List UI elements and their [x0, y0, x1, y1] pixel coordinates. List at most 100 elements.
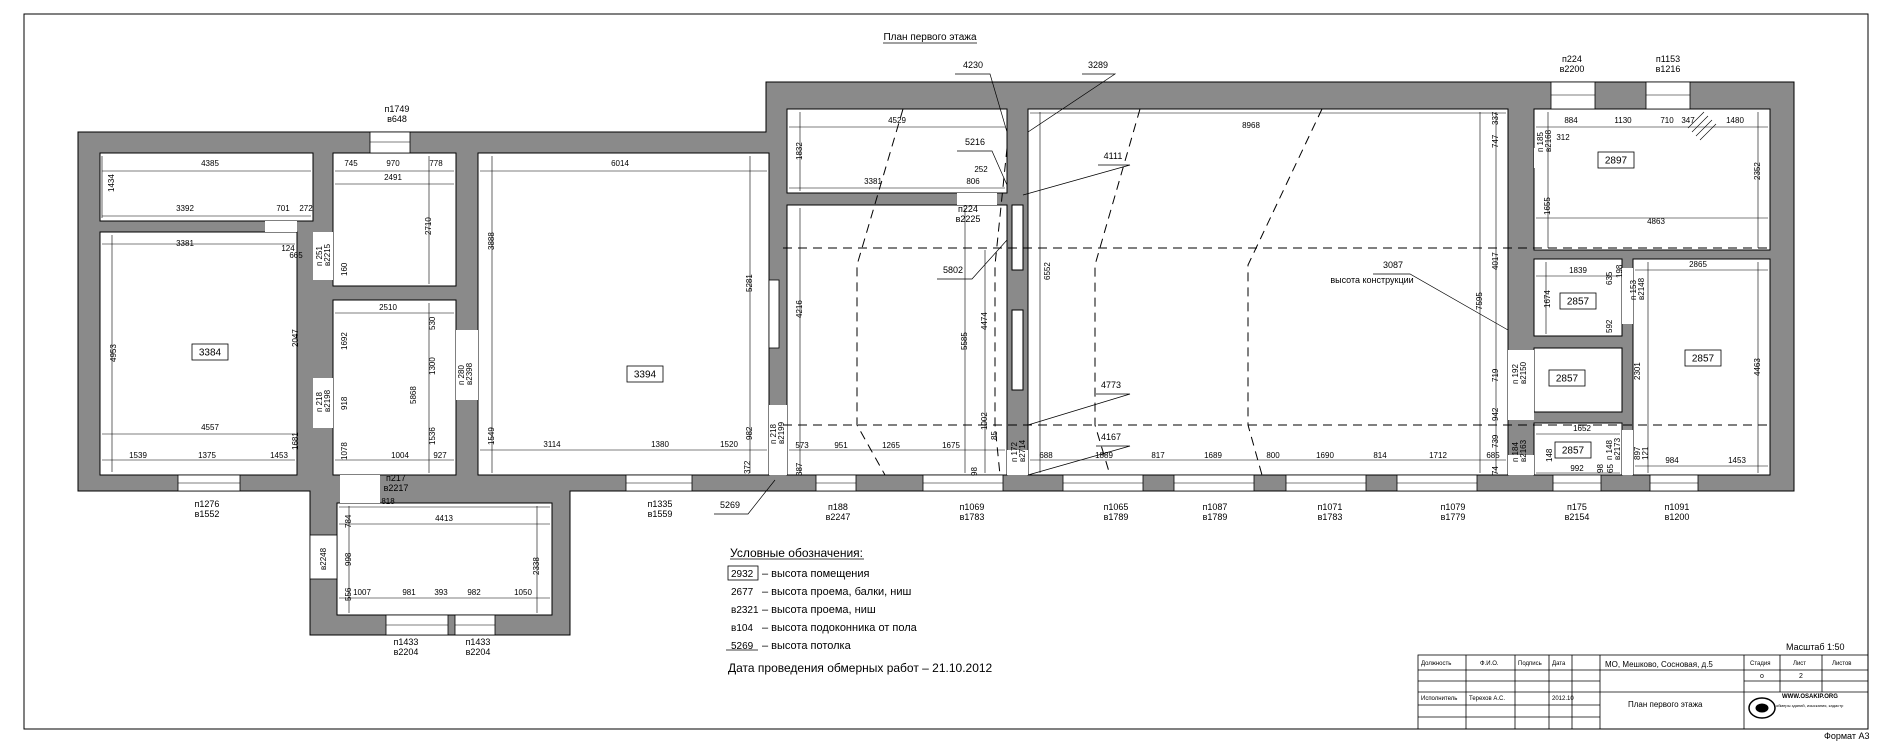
room-height-label: 3394 [634, 370, 657, 381]
dim-v-2352: 2352 [1753, 162, 1762, 180]
dimension-label: 665 [289, 251, 303, 260]
legend-text: – высота помещения [762, 568, 870, 580]
dim-v-74: 74 [1491, 466, 1500, 475]
dim-v-198: 198 [1615, 264, 1624, 278]
callout-label: 5269 [720, 500, 740, 510]
window-openings [177, 81, 1699, 636]
dim-v-1655: 1655 [1543, 197, 1552, 215]
dimension-label: 124 [281, 244, 295, 253]
dimension-label: 1453 [1728, 456, 1746, 465]
dimension-label: 1839 [1569, 266, 1587, 275]
dimension-label: 1690 [1316, 451, 1334, 460]
dimension-label: 1007 [353, 588, 371, 597]
opening-height-label: в1789 [1203, 512, 1228, 522]
room-height-label: 2857 [1556, 374, 1579, 385]
dimension-label: 8968 [1242, 121, 1260, 130]
dim-v-1002: 1002 [980, 412, 989, 430]
dim-v-556: 556 [344, 587, 353, 601]
opening-height-label: в2204 [466, 647, 491, 657]
dimension-lines [101, 112, 1768, 613]
dimension-label: 393 [434, 588, 448, 597]
tb-col-4: Дата [1552, 661, 1566, 667]
tb-executor-date: 2012.10 [1552, 696, 1574, 702]
dimension-label: 745 [344, 159, 358, 168]
dimension-label: 6014 [611, 159, 629, 168]
dim-v-982: 982 [745, 426, 754, 440]
legend-code: 2932 [731, 569, 754, 580]
dim-v-2338: 2338 [532, 557, 541, 575]
opening-width-label: п175 [1567, 502, 1587, 512]
room-box [1548, 369, 1586, 387]
opening-width-label: п1071 [1318, 502, 1343, 512]
dim-v-65: 65 [1606, 464, 1615, 473]
dim-v-v2163: в2163 [1519, 439, 1528, 462]
dim-v-897: 897 [1633, 446, 1642, 460]
legend-room-box [727, 565, 759, 581]
dimension-label: 1520 [720, 440, 738, 449]
dim-v-3888: 3888 [487, 232, 496, 250]
legend-code: в2321 [731, 605, 759, 616]
room-height-label: 3384 [199, 348, 222, 359]
dim-v-530: 530 [428, 316, 437, 330]
room-box [1597, 151, 1635, 169]
tb-stage-h: Стадия [1750, 661, 1770, 667]
legend-text: – высота проема, ниш [762, 604, 876, 616]
opening-width-label: п224 [958, 204, 978, 214]
dimension-label: 1265 [882, 441, 900, 450]
company-logo-icon [1748, 697, 1776, 719]
dim-v-372: 372 [743, 460, 752, 474]
dim-v-918: 918 [340, 396, 349, 410]
dimension-label: 927 [433, 451, 447, 460]
dimension-label: 1712 [1429, 451, 1447, 460]
dimension-label: 4529 [888, 116, 906, 125]
dim-v-2301: 2301 [1633, 362, 1642, 380]
door-openings [265, 148, 1633, 503]
dim-v-4463: 4463 [1753, 358, 1762, 376]
dimension-label: 312 [1556, 133, 1570, 142]
dimension-label: 2491 [384, 173, 402, 182]
dim-v-n153: п 153 [1629, 280, 1638, 300]
dim-v-337: 337 [1491, 111, 1500, 125]
opening-height-label: в1559 [648, 509, 673, 519]
tb-col-2: Ф.И.О. [1480, 661, 1499, 667]
dimension-label: 1375 [198, 451, 216, 460]
dim-v-635: 635 [1605, 271, 1614, 285]
dimension-label: 884 [1564, 116, 1578, 125]
opening-width-label: п1335 [648, 499, 673, 509]
legend-code: 5269 [731, 641, 754, 652]
callout-label: 5216 [965, 137, 985, 147]
dim-v-4017: 4017 [1491, 252, 1500, 270]
dim-v-n218: п 218 [315, 392, 324, 412]
dim-v-1674: 1674 [1543, 290, 1552, 308]
dimension-label: 3381 [176, 239, 194, 248]
opening-height-label: в1789 [1104, 512, 1129, 522]
tb-col-1: Должность [1421, 661, 1451, 667]
dim-v-1300: 1300 [428, 357, 437, 375]
dimension-label: 688 [1039, 451, 1053, 460]
dim-v-5585: 5585 [960, 332, 969, 350]
opening-height-label: в1783 [960, 512, 985, 522]
dim-v-v2398: в2398 [465, 362, 474, 385]
dimension-label: 4385 [201, 159, 219, 168]
dimension-label: 701 [276, 204, 290, 213]
opening-width-label: п1087 [1203, 502, 1228, 512]
tb-sheet-title: План первого этажа [1628, 700, 1703, 709]
dim-v-v2248: в2248 [319, 547, 328, 570]
dim-v-4474: 4474 [980, 312, 989, 330]
legend-code: в104 [731, 623, 753, 634]
window-mullions [178, 94, 1698, 626]
dim-v-719: 719 [1491, 368, 1500, 382]
opening-width-label: п224 [1562, 54, 1582, 64]
dimension-label: 1889 [1095, 451, 1113, 460]
opening-height-label: в2247 [826, 512, 851, 522]
tb-executor-role: Исполнитель [1421, 696, 1457, 702]
dimension-label: 800 [1266, 451, 1280, 460]
dim-v-85: 85 [990, 431, 999, 440]
opening-height-label: в1783 [1318, 512, 1343, 522]
dim-v-1434: 1434 [107, 174, 116, 192]
opening-labels: п1749в648п1276в1552п1335в1559п217в2217п1… [195, 54, 1690, 657]
tb-address: МО, Мешково, Сосновая, д.5 [1605, 660, 1713, 669]
dim-v-n251: п 251 [315, 246, 324, 266]
opening-width-label: п217 [386, 473, 406, 483]
